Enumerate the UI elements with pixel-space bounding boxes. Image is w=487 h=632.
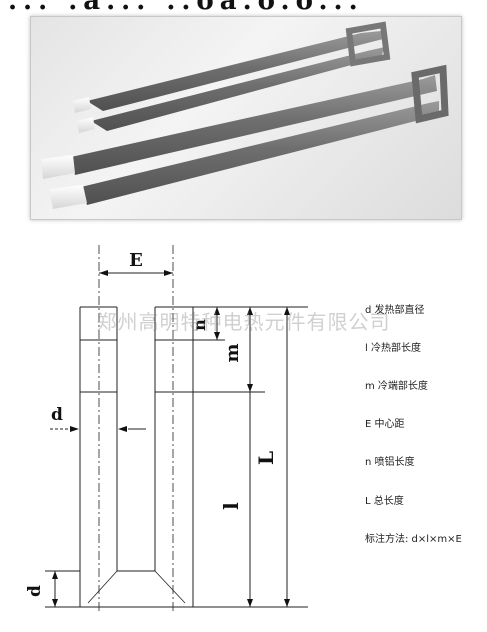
company-watermark: 郑州高明特种电热元件有限公司 [96,310,391,334]
total-length-label: L [254,451,278,465]
total-length-arrow-top [284,307,290,315]
d-arrow-right [118,426,127,432]
legend-item-total-length: L 总长度 [365,496,404,507]
n-label: n [190,319,209,331]
dimension-diagram: E d n m L l d [25,245,308,612]
e-label: E [129,250,143,271]
l-arrow-bottom [247,599,253,607]
cropped-header-text: ... .a... ..oa.o.o... [0,0,487,14]
e-arrow-right [164,270,173,276]
l-label: l [219,502,243,510]
d-bottom-arrow-top [52,571,58,579]
e-arrow-left [99,270,108,276]
m-arrow-bottom [247,384,253,392]
legend-notation-method: 标注方法: d×l×m×E [365,534,462,545]
bridge-chamfer-left [87,570,118,604]
legend-item-l: l 冷热部长度 [365,343,421,354]
d-bottom-label: d [25,585,45,597]
cropped-header-glyphs: ... .a... ..oa.o.o... [8,0,364,14]
d-bottom-arrow-bottom [52,599,58,607]
small-u-element [73,21,391,133]
d-arrow-left [70,426,79,432]
n-arrow-top [214,307,220,315]
legend-item-n: n 喷铝长度 [365,457,415,468]
total-length-arrow-bottom [284,599,290,607]
legend-item-e: E 中心距 [365,419,405,430]
product-photo [30,16,462,220]
legend-item-d: d 发热部直径 [365,305,425,316]
m-label: m [222,343,243,362]
m-arrow-top [247,307,253,315]
legend-item-m: m 冷端部长度 [365,381,428,392]
d-side-label: d [51,405,63,425]
bridge-chamfer-right [154,570,186,604]
n-arrow-bottom [214,332,220,340]
large-u-element [41,64,449,209]
heating-elements-illustration [41,21,449,209]
